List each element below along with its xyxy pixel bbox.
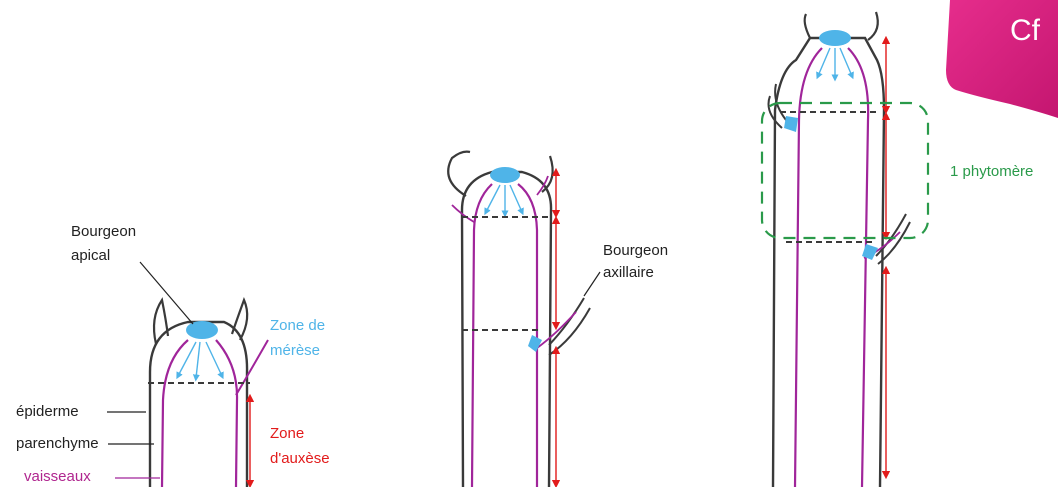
cf-tab-label: Cf <box>1010 14 1040 48</box>
stage3-vessel-right <box>848 48 868 487</box>
meristem-zone-label-line2: mérèse <box>270 341 320 360</box>
stage2-axillary-meristem <box>528 335 542 352</box>
stage2-axillary-leaf <box>549 298 590 355</box>
epidermis-label: épiderme <box>16 402 79 421</box>
stage2-mitosis-arrow-3 <box>510 185 522 212</box>
stage1-mitosis-arrow-3 <box>206 342 222 376</box>
parenchyma-label: parenchyme <box>16 434 99 453</box>
stage-3-phytomere <box>762 12 928 487</box>
stage2-axillary-leader <box>584 272 600 296</box>
stage3-vessel-left <box>795 48 822 487</box>
cf-tab-shape <box>946 0 1058 118</box>
stage1-vessel-left <box>162 340 188 487</box>
vessels-label: vaisseaux <box>24 467 91 486</box>
stage3-mitosis-arrow-3 <box>840 48 852 76</box>
apical-bud-label-line2: apical <box>71 246 110 265</box>
stage3-right-leaf <box>868 12 878 40</box>
stage1-apical-meristem <box>186 321 218 339</box>
stage2-vessel-right <box>518 184 537 487</box>
stage3-apical-meristem <box>819 30 851 46</box>
axillary-bud-label-line1: Bourgeon <box>603 241 668 260</box>
stage1-mitosis-arrow-2 <box>196 342 200 378</box>
apical-bud-label-line1: Bourgeon <box>71 222 136 241</box>
auxesis-zone-label-line2: d'auxèse <box>270 449 330 468</box>
stage-2-axillary-bud <box>448 152 600 487</box>
stage3-left-leaf <box>805 14 810 38</box>
stage-1-young-stem <box>107 262 268 487</box>
stage1-epidermis-outline <box>150 322 247 487</box>
auxesis-zone-label-line1: Zone <box>270 424 304 443</box>
stage2-apical-meristem <box>490 167 520 183</box>
stage1-vessel-leaf <box>236 340 268 395</box>
stage1-vessel-right <box>216 340 237 487</box>
stage3-upper-axillary-meristem <box>784 116 798 132</box>
stage3-mitosis-arrow-1 <box>818 48 830 76</box>
phytomere-label: 1 phytomère <box>950 162 1033 181</box>
stage2-vessel-left <box>472 184 492 487</box>
stage1-apical-leader <box>140 262 193 324</box>
meristem-zone-label-line1: Zone de <box>270 316 325 335</box>
axillary-bud-label-line2: axillaire <box>603 263 654 282</box>
